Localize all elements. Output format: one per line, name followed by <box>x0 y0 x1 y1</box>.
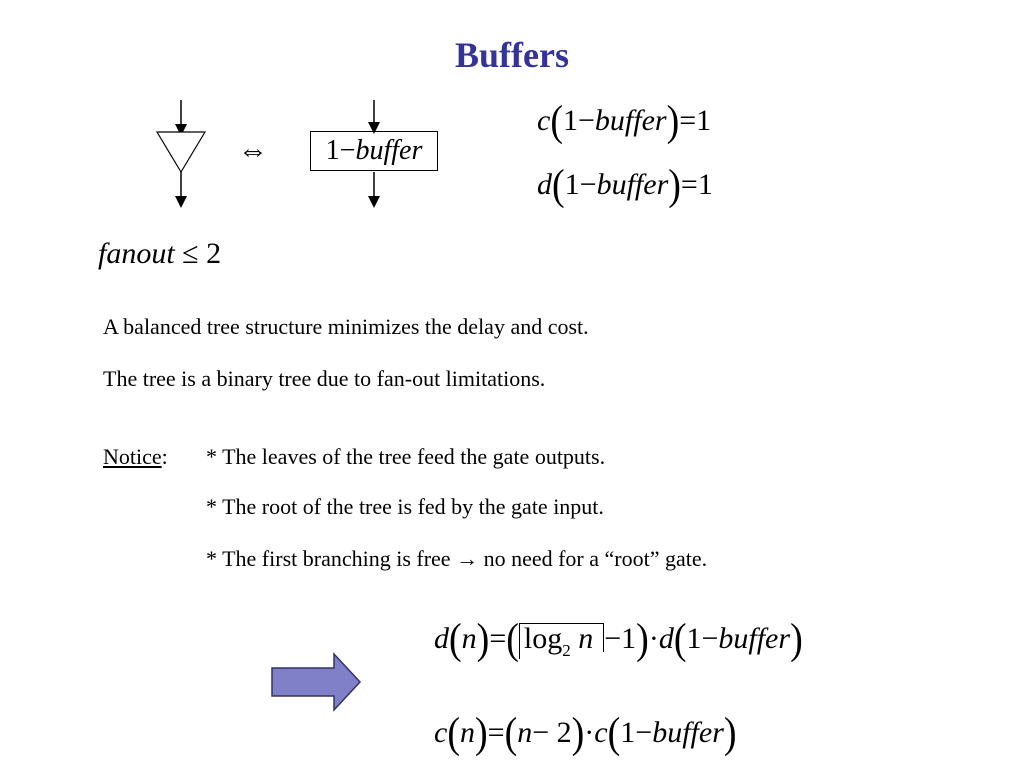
triangle-icon <box>155 131 207 174</box>
body-line-2: The tree is a binary tree due to fan-out… <box>103 366 546 391</box>
buffer-box: 1−buffer <box>310 131 438 171</box>
box-arrows <box>368 100 380 208</box>
ceiling-close <box>597 623 605 652</box>
delay-formula: d(n)=(log2 n−1)·d(1−buffer) <box>434 614 803 664</box>
notice-item-3: * The first branching is free → no need … <box>206 546 708 571</box>
cost-formula: c(n)=(n− 2)·c(1−buffer) <box>434 708 737 758</box>
notice-heading: Notice: <box>103 444 168 469</box>
ceiling-open: log2 n <box>518 623 598 659</box>
block-arrow-icon <box>271 652 362 712</box>
cost-equation: c(1−buffer)=1 <box>537 96 712 146</box>
body-line-1: A balanced tree structure minimizes the … <box>103 314 589 339</box>
notice-item-1: * The leaves of the tree feed the gate o… <box>206 444 606 469</box>
notice-label: Notice <box>103 444 162 469</box>
buffer-gate-symbol <box>155 100 207 208</box>
delay-equation: d(1−buffer)=1 <box>537 160 713 210</box>
notice-item-2: * The root of the tree is fed by the gat… <box>206 494 604 519</box>
box-label: 1−buffer <box>325 135 423 166</box>
slide-title: Buffers <box>455 35 569 75</box>
equivalence-symbol: ⇔ <box>238 134 268 167</box>
fanout-constraint: fanout ≤ 2 <box>98 237 222 270</box>
